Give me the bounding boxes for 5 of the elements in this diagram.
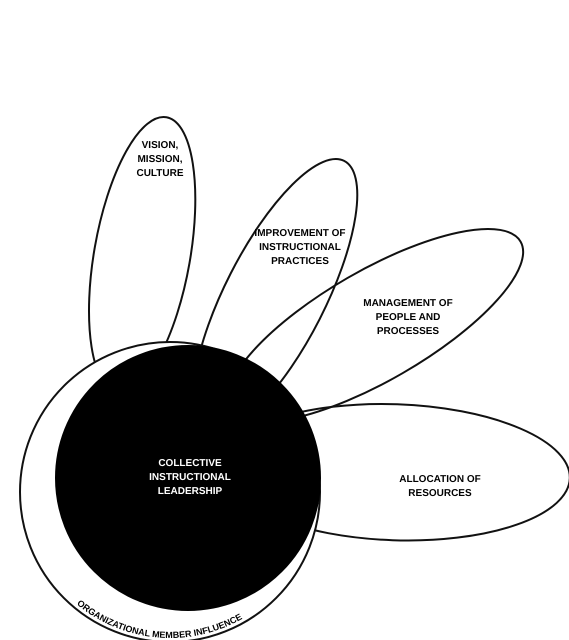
petal-label: VISION, MISSION, CULTURE [135, 138, 184, 181]
petal-label: MANAGEMENT OF PEOPLE AND PROCESSES [362, 296, 454, 339]
core-label: COLLECTIVE INSTRUCTIONAL LEADERSHIP [148, 457, 232, 499]
petal-label: IMPROVEMENT OF INSTRUCTIONAL PRACTICES [253, 226, 347, 269]
petal-label: ALLOCATION OF RESOURCES [398, 472, 482, 501]
